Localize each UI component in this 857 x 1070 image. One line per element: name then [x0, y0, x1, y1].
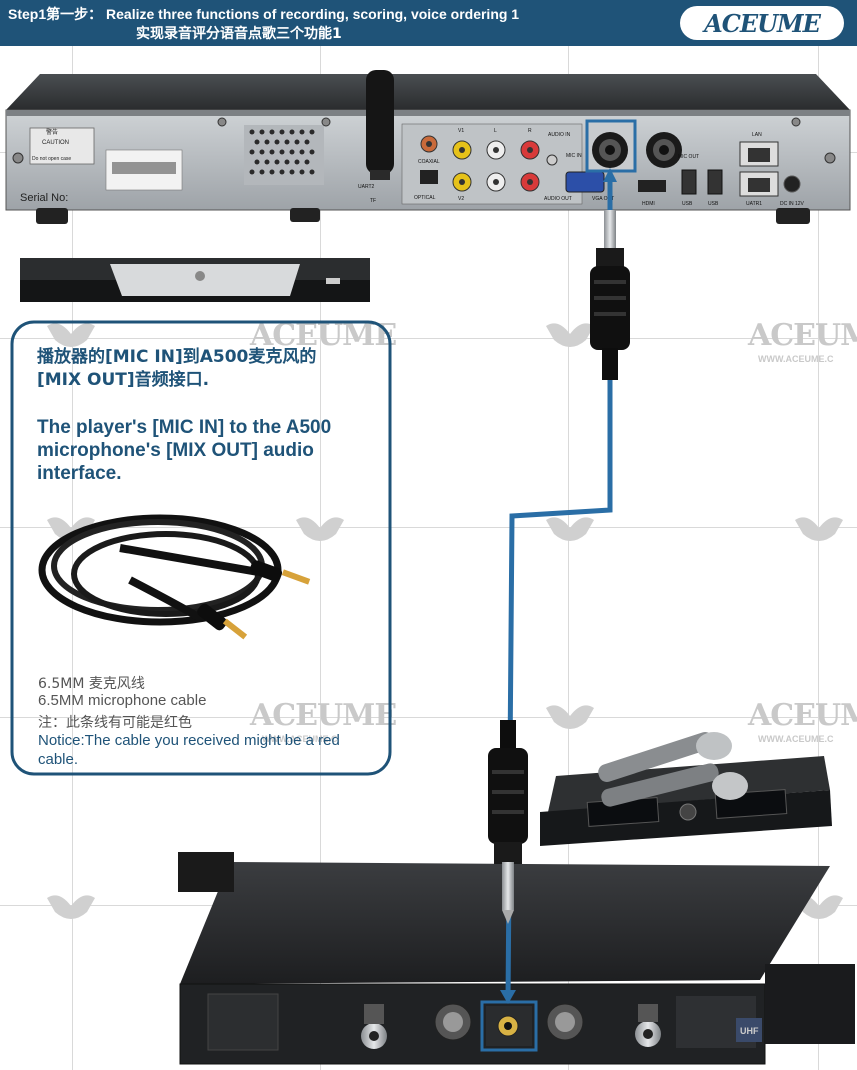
wireless-mic-receiver-back: [178, 852, 855, 1065]
serial-label: Serial No:: [20, 192, 68, 204]
instruction-en: The player's [MIC IN] to the A500 microp…: [37, 417, 332, 484]
cable-notice-cn: 注：此条线有可能是红色: [38, 715, 192, 731]
svg-text:HDMI: HDMI: [642, 201, 655, 207]
svg-text:LAN: LAN: [752, 132, 762, 138]
port-labels: COAXIAL OPTICAL V1 V2 L R AUDIO IN MIC I…: [358, 128, 805, 207]
svg-text:COAXIAL: COAXIAL: [418, 159, 440, 165]
caution-note: Do not open case: [32, 156, 71, 162]
grid-line: [0, 717, 857, 718]
grid-line: [72, 46, 73, 1070]
microphone-cable-icon: [38, 514, 311, 640]
brand-logo: ACEUME: [680, 6, 844, 40]
jack-plug-top: [590, 210, 630, 380]
page-header: Step1第一步： Realize three functions of rec…: [0, 0, 857, 46]
svg-text:DC IN 12V: DC IN 12V: [780, 201, 805, 207]
grid-line: [568, 46, 569, 1070]
svg-text:AUDIO IN: AUDIO IN: [548, 132, 571, 138]
cable-caption-en: 6.5MM microphone cable: [38, 692, 207, 709]
svg-text:USB: USB: [682, 201, 693, 207]
caution-title: 警告: [46, 128, 58, 136]
caution-en: CAUTION: [42, 140, 69, 146]
arrow-down-icon: [500, 990, 516, 1004]
svg-text:VGA OUT: VGA OUT: [592, 196, 614, 202]
instruction-callout: [10, 320, 392, 776]
title-cn: 实现录音评分语音点歌三个功能1: [136, 26, 342, 42]
watermark-url: WWW.ACEUME.C: [262, 734, 338, 744]
karaoke-player-front: [20, 258, 370, 302]
svg-text:MIC OUT: MIC OUT: [678, 154, 699, 160]
grid-line: [0, 338, 857, 339]
watermark-url: WWW.ACEUME.C: [758, 734, 834, 744]
svg-text:TF: TF: [370, 198, 376, 204]
svg-text:L: L: [494, 128, 497, 134]
instruction-cn: 播放器的[MIC IN]到A500麦克风的 [MIX OUT]音频接口.: [37, 346, 387, 392]
receiver-brand: UHF: [740, 1026, 759, 1036]
watermark-text: ACEUME: [748, 318, 857, 353]
svg-text:USB: USB: [708, 201, 719, 207]
watermark-text: ACEUME: [250, 698, 397, 733]
svg-text:V2: V2: [458, 196, 464, 202]
watermark-url: WWW.ACEUME.C: [758, 354, 834, 364]
grid-line: [320, 46, 321, 1070]
title-en: Realize three functions of recording, sc…: [106, 6, 520, 22]
step-label: Step1第一步：: [8, 6, 103, 22]
wireless-microphone-icon: [598, 731, 748, 807]
svg-text:MIC IN: MIC IN: [566, 153, 582, 159]
cable-notice-en: Notice:The cable you received might be a…: [38, 732, 340, 768]
instruction-cn-line2: [MIX OUT]音频接口.: [37, 370, 210, 390]
svg-text:UART2: UART2: [358, 184, 375, 190]
grid-line: [0, 527, 857, 528]
arrow-up-icon: [603, 168, 617, 182]
svg-text:OPTICAL: OPTICAL: [414, 195, 436, 201]
watermark-text: ACEUME: [748, 698, 857, 733]
svg-text:V1: V1: [458, 128, 464, 134]
jack-plug-bottom: [488, 720, 528, 924]
karaoke-player-back: [5, 70, 851, 224]
svg-text:R: R: [528, 128, 532, 134]
grid-line: [818, 46, 819, 1070]
svg-text:UATR1: UATR1: [746, 201, 762, 207]
svg-text:AUDIO OUT: AUDIO OUT: [544, 196, 572, 202]
header-title: Step1第一步： Realize three functions of rec…: [8, 6, 519, 23]
cable-caption-cn: 6.5MM 麦克风线: [38, 676, 145, 692]
instruction-cn-line1: 播放器的[MIC IN]到A500麦克风的: [37, 347, 317, 367]
